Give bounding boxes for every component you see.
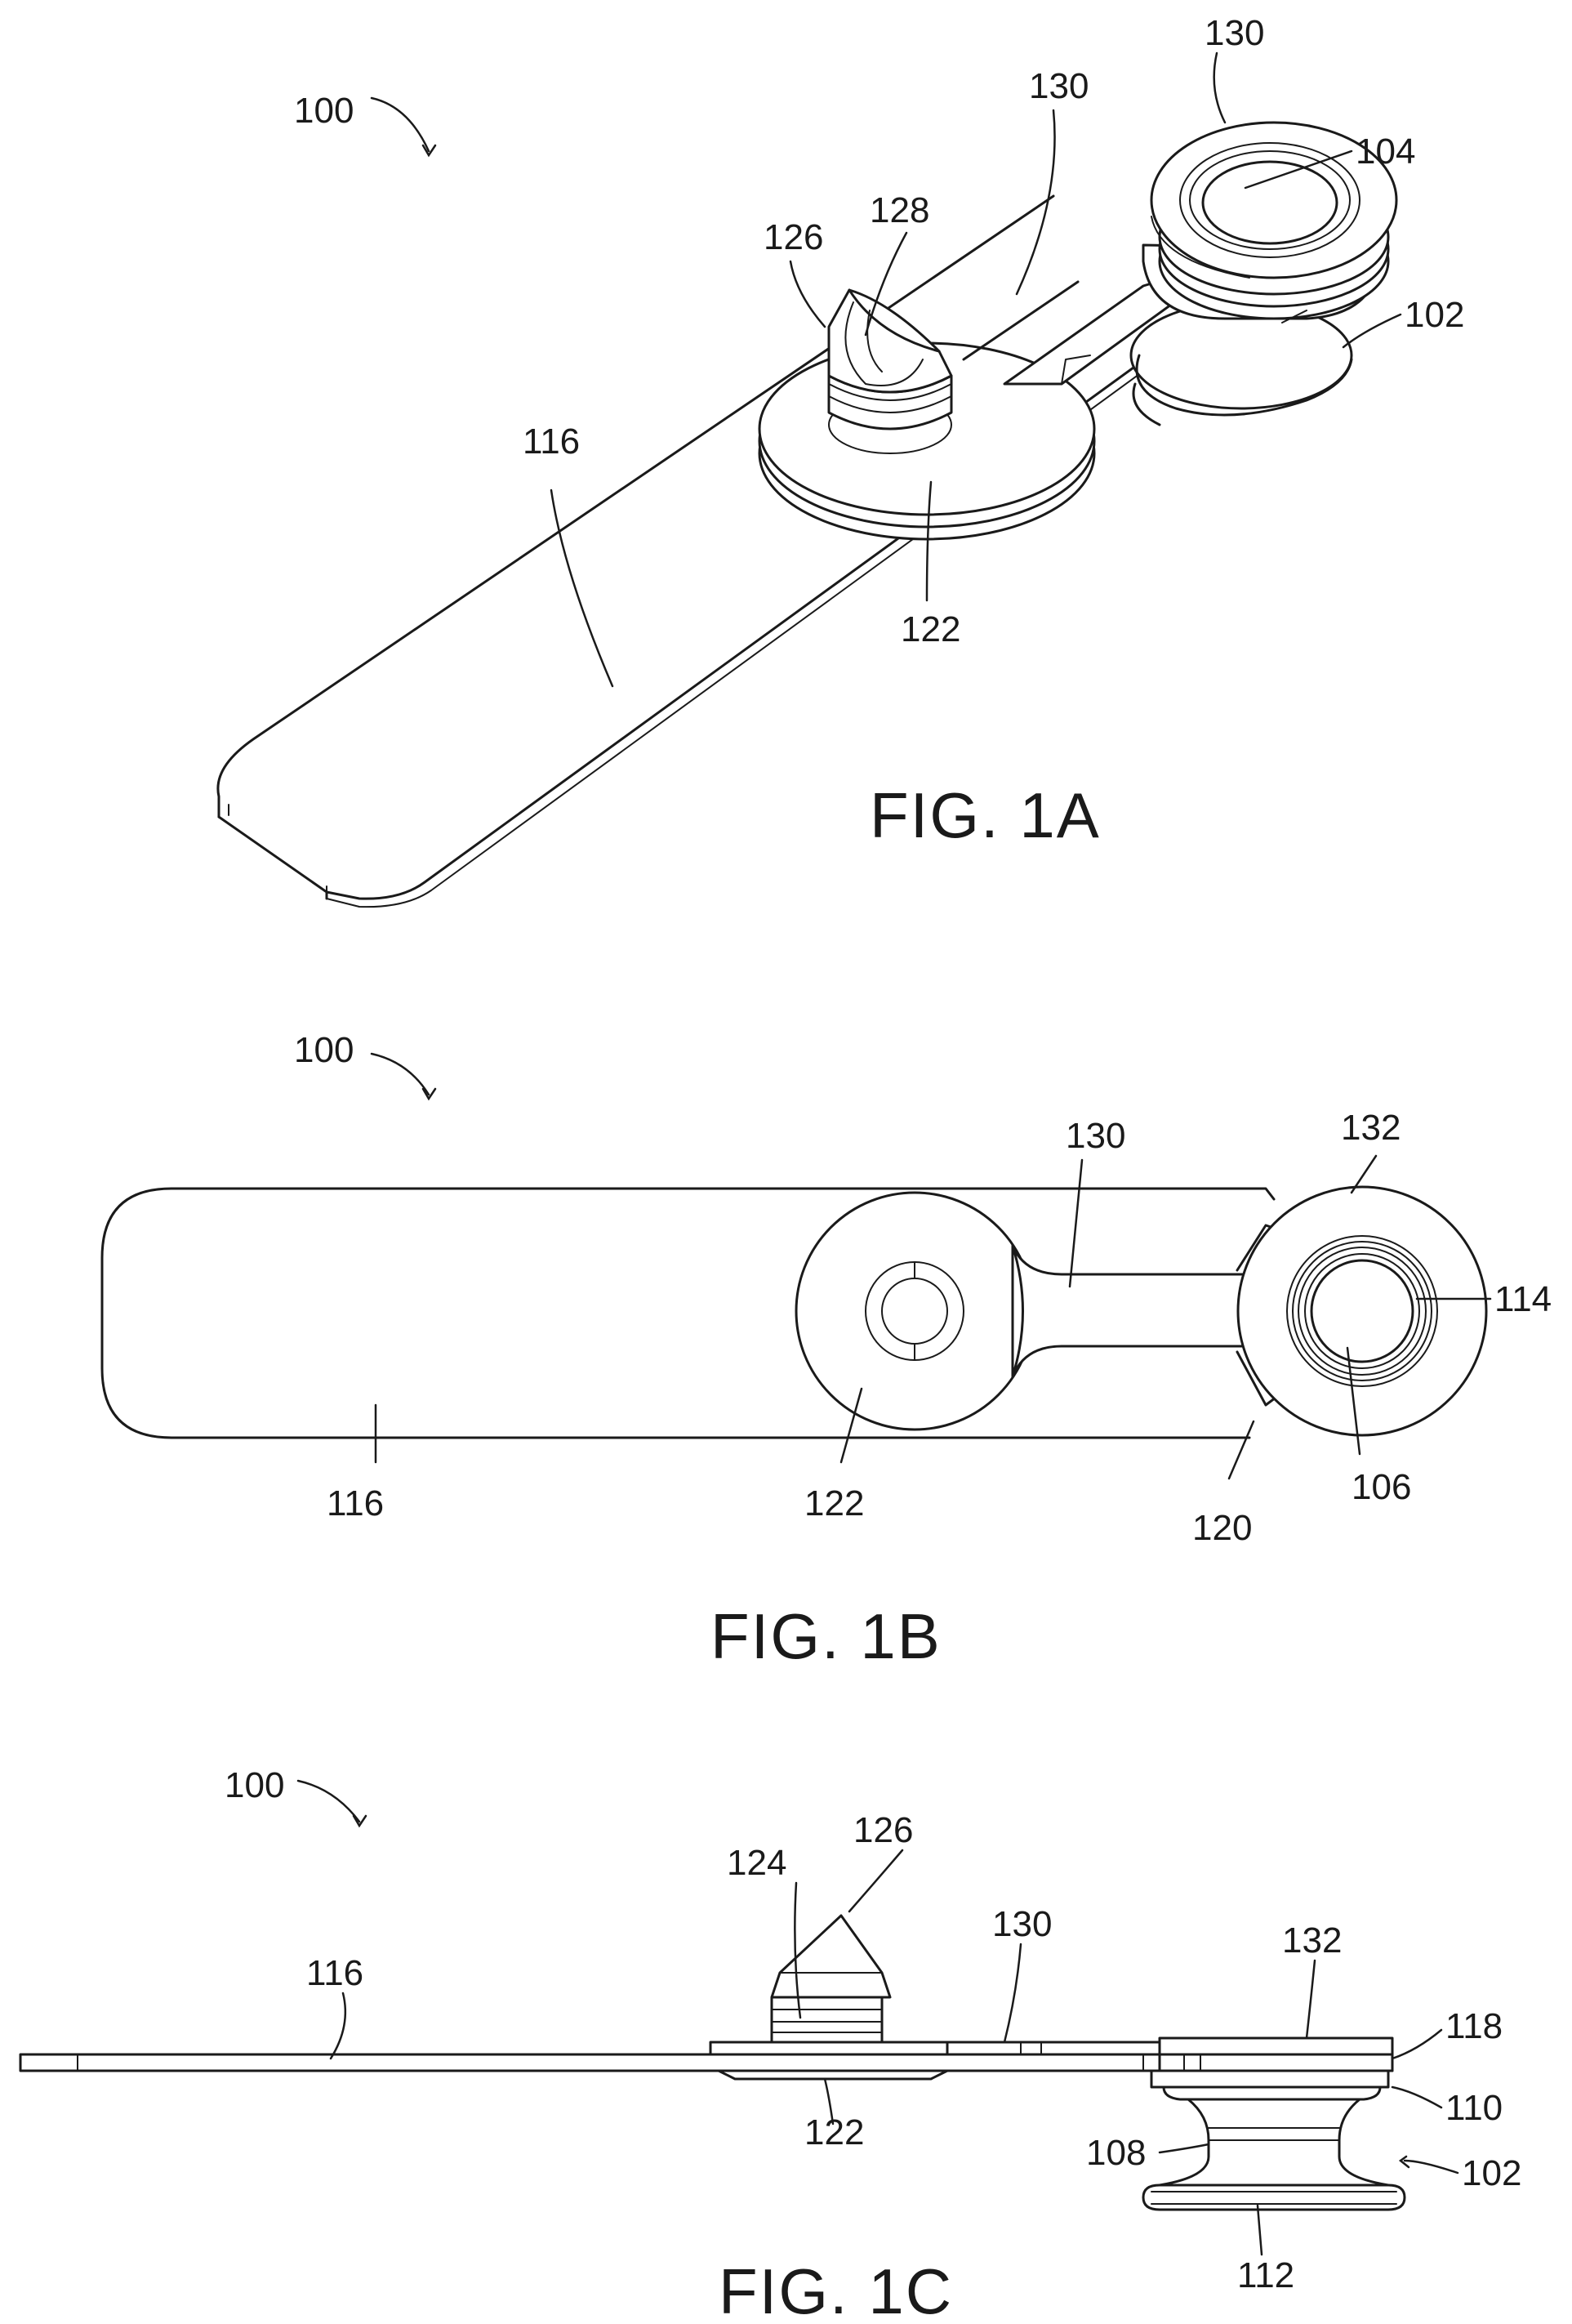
ref-100: 100 [294, 91, 354, 131]
ref-118: 118 [1445, 2006, 1503, 2046]
leader-120 [1229, 1421, 1254, 1479]
ref-130-1b: 130 [1066, 1116, 1125, 1156]
leader-108 [1160, 2144, 1209, 2152]
ref-130-link: 130 [1029, 66, 1089, 106]
ref-116-1b: 116 [327, 1483, 384, 1523]
ref-104: 104 [1356, 132, 1415, 172]
leader-126c [849, 1850, 902, 1911]
ref-130-top: 130 [1205, 13, 1264, 53]
ref-132-1b: 132 [1341, 1108, 1401, 1148]
ref-120: 120 [1192, 1508, 1252, 1548]
ref-116: 116 [523, 422, 580, 462]
ref-106: 106 [1352, 1467, 1411, 1507]
front-eyelet-132-side [1160, 2038, 1392, 2071]
leader-102a [1343, 314, 1401, 347]
rear-eyelet-122-side [710, 1916, 947, 2079]
ref-126: 126 [764, 217, 823, 257]
leader-130a [1214, 53, 1225, 123]
ref-110: 110 [1445, 2088, 1503, 2128]
ref-116-1c: 116 [306, 1953, 363, 1993]
leader-100b [372, 1054, 429, 1095]
leader-102c-arrow [1401, 2157, 1409, 2167]
figure-caption-1a: FIG. 1A [870, 779, 1101, 851]
rear-eyelet-122-top [796, 1193, 1033, 1430]
ref-102-1c: 102 [1462, 2153, 1521, 2193]
leader-118 [1392, 2030, 1441, 2059]
leader-100a [372, 98, 429, 151]
ref-128: 128 [870, 190, 929, 230]
ref-124: 124 [727, 1843, 786, 1883]
leader-110 [1392, 2087, 1441, 2108]
ref-122: 122 [901, 609, 960, 649]
leader-130b [1017, 110, 1055, 294]
ref-100-1b: 100 [294, 1030, 354, 1070]
figure-1a: 100 130 130 104 126 128 102 116 122 FIG.… [218, 13, 1465, 907]
leader-112 [1258, 2206, 1262, 2255]
leader-100c [298, 1781, 359, 1822]
ref-108: 108 [1086, 2133, 1146, 2173]
leader-132c [1307, 1960, 1315, 2038]
figure-1c: 100 126 124 116 130 132 118 122 110 108 … [20, 1765, 1521, 2324]
front-eyelet-132-top [1237, 1187, 1486, 1435]
leader-116c [331, 1993, 345, 2059]
ref-122-1c: 122 [804, 2112, 864, 2152]
leader-126a [790, 261, 825, 327]
rear-eyelet-122 [759, 290, 1094, 539]
ref-112: 112 [1237, 2255, 1294, 2295]
figure-1b: 100 130 132 114 116 122 106 120 FIG. 1B [102, 1030, 1552, 1672]
leader-116a [551, 490, 612, 686]
ref-122-1b: 122 [804, 1483, 864, 1523]
ref-102: 102 [1405, 295, 1464, 335]
link-130-side [947, 2042, 1160, 2054]
figure-caption-1b: FIG. 1B [710, 1600, 942, 1672]
ref-130-1c: 130 [992, 1904, 1052, 1944]
figure-caption-1c: FIG. 1C [719, 2255, 953, 2324]
leader-130c [1004, 1944, 1021, 2042]
ref-132-1c: 132 [1282, 1920, 1342, 1960]
leader-130-1b [1070, 1160, 1082, 1287]
ref-100-1c: 100 [225, 1765, 284, 1805]
link-130-top [1013, 1246, 1274, 1376]
ref-114: 114 [1494, 1279, 1552, 1319]
stud-102-side [1143, 2071, 1405, 2210]
ref-126-1c: 126 [853, 1810, 913, 1850]
leader-102c [1405, 2161, 1458, 2173]
